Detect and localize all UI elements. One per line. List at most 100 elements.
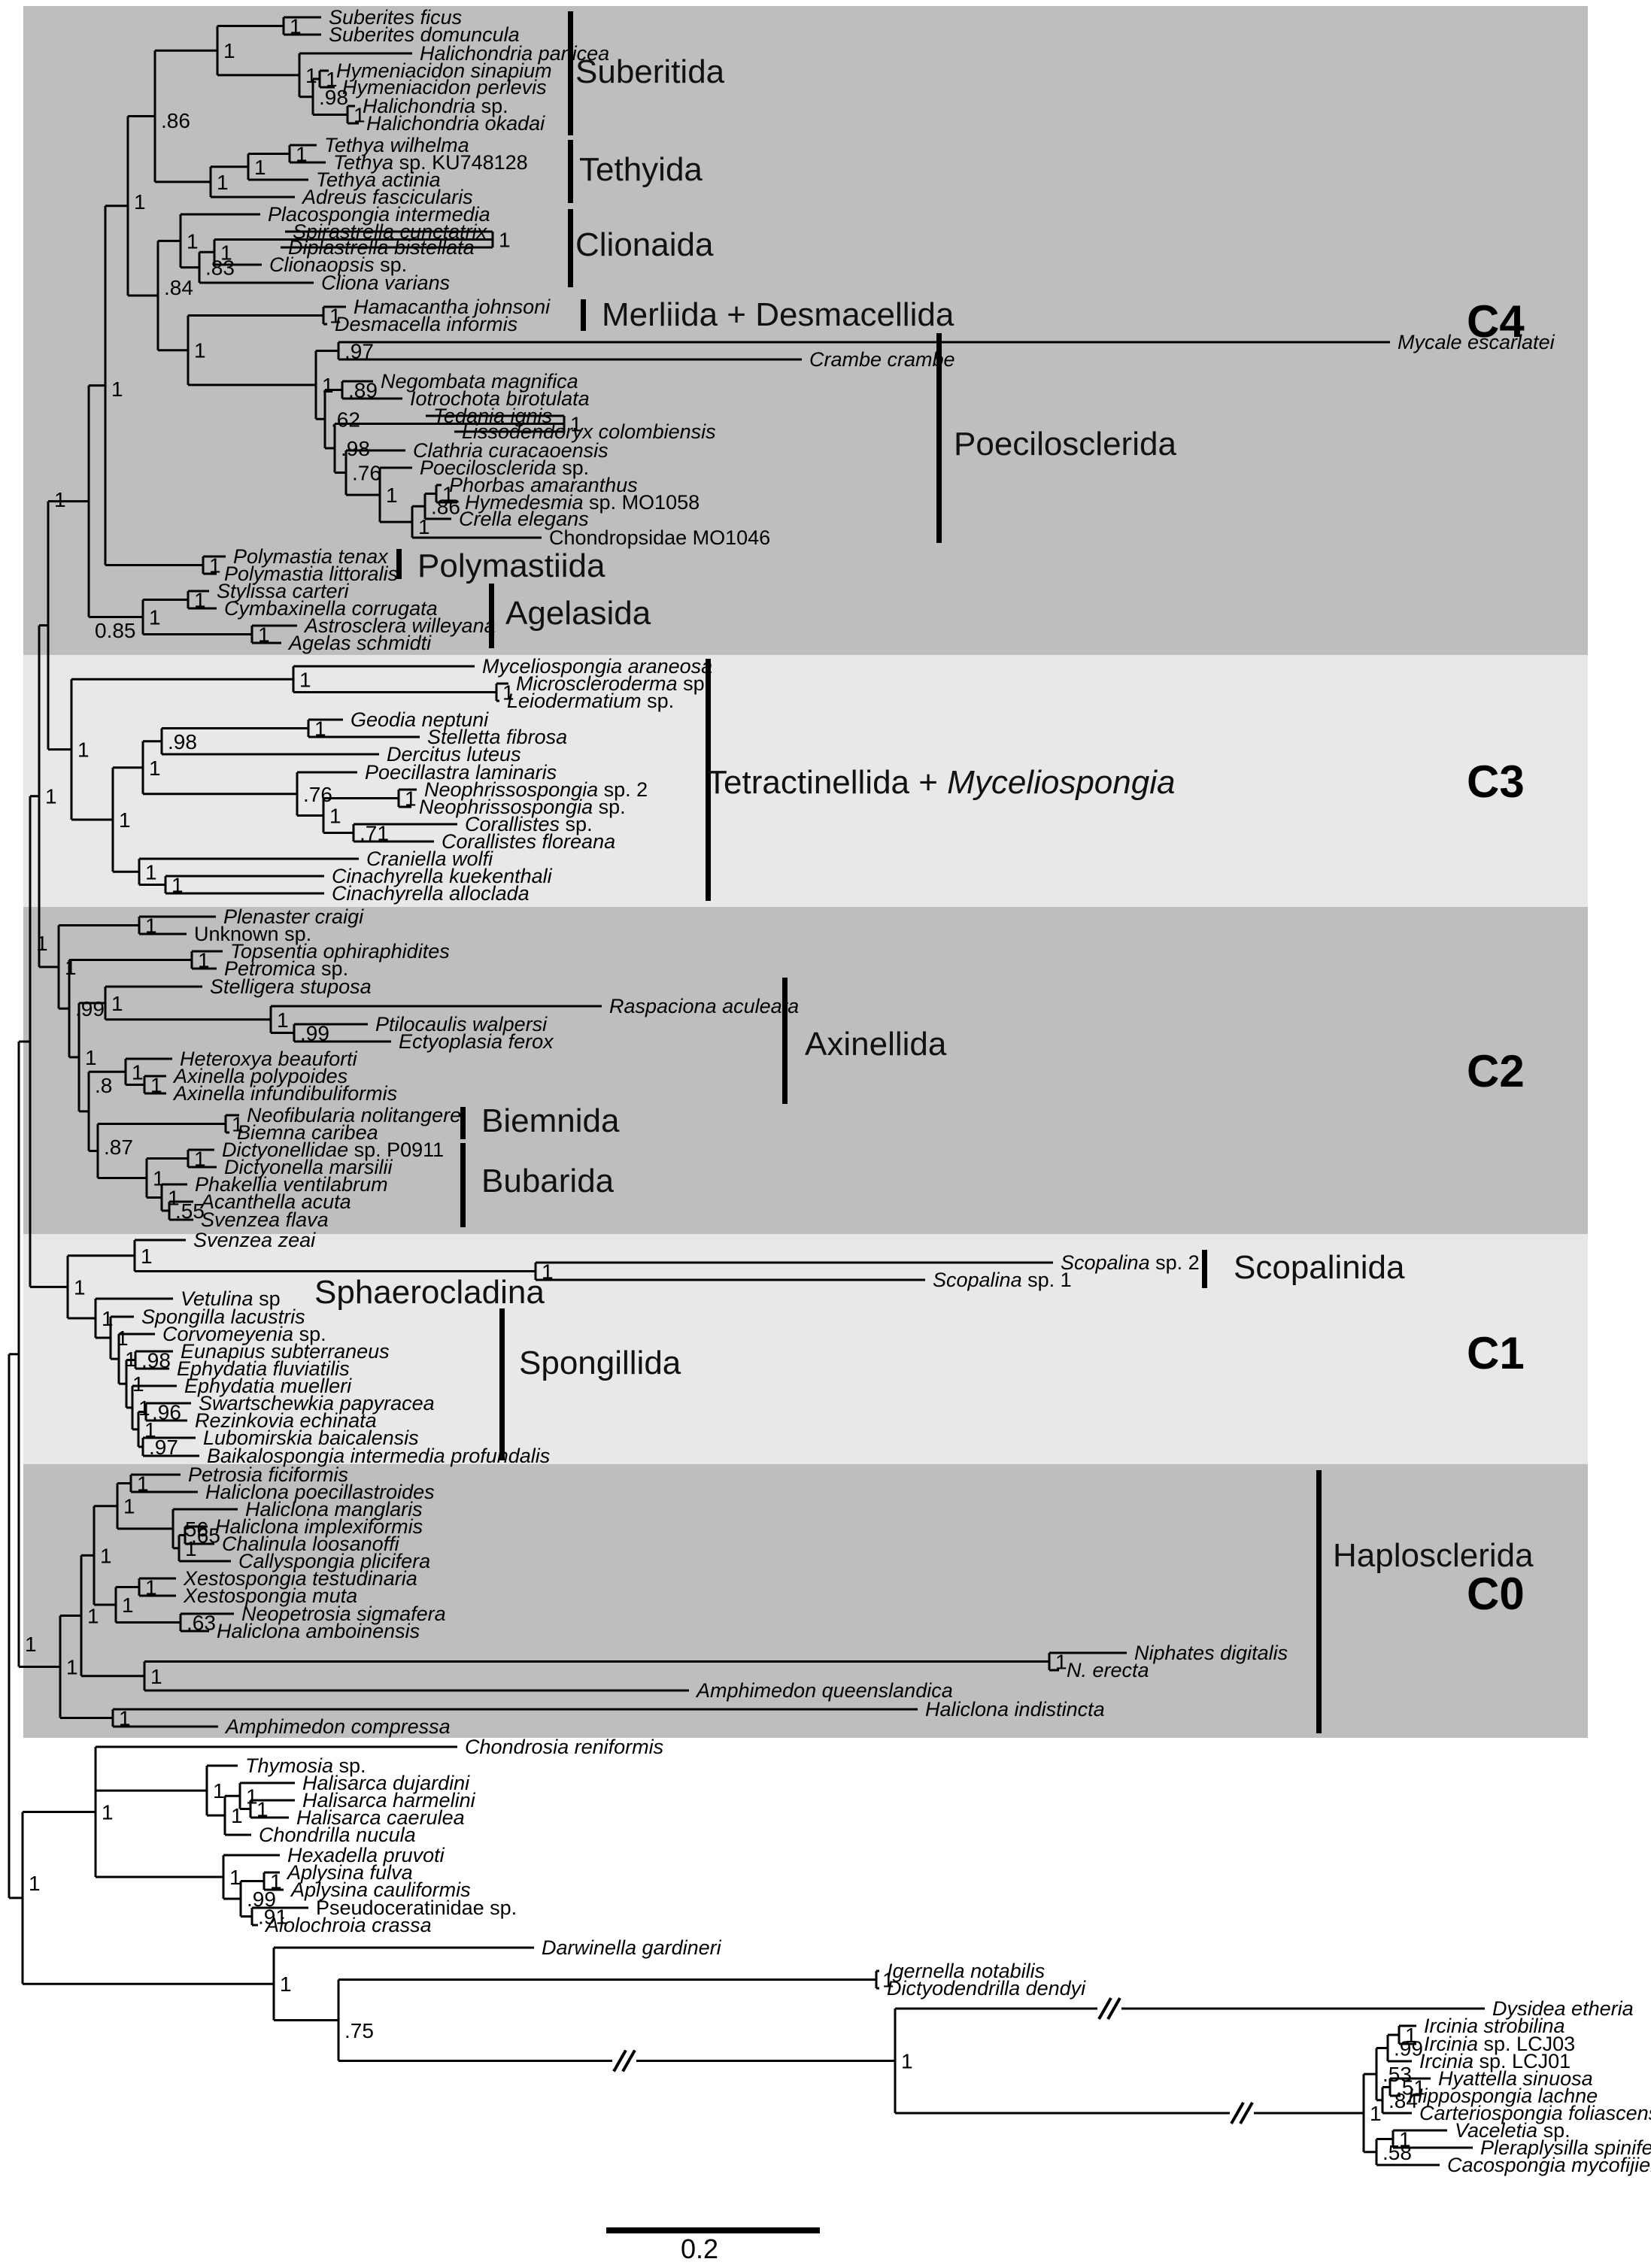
break-mark bbox=[612, 2049, 627, 2072]
taxon-label: Poecilosclerida sp. bbox=[420, 456, 589, 479]
support-value: 1 bbox=[100, 1544, 112, 1567]
taxon-label: Raspaciona aculeata bbox=[609, 995, 799, 1017]
taxon-label: Niphates digitalis bbox=[1134, 1642, 1288, 1664]
taxon-label: Halichondria sp. bbox=[363, 95, 508, 117]
clade-label: Bubarida bbox=[481, 1163, 615, 1199]
taxon-label: Haliclona poecillastroides bbox=[205, 1481, 435, 1503]
taxon-label: Petromica sp. bbox=[224, 957, 348, 980]
taxon-label: Tethya sp. KU748128 bbox=[333, 151, 528, 174]
support-value: 1 bbox=[194, 339, 206, 362]
support-value: 1 bbox=[901, 2049, 913, 2072]
taxon-label: Haliclona indistincta bbox=[925, 1698, 1105, 1721]
support-value: 1 bbox=[1405, 2024, 1417, 2047]
clade-label: Scopalinida bbox=[1234, 1249, 1405, 1286]
clade-label: Haplosclerida bbox=[1333, 1537, 1534, 1574]
support-value: 1 bbox=[542, 1260, 554, 1284]
taxon-label: Phorbas amaranthus bbox=[449, 474, 638, 496]
support-value: 1 bbox=[102, 1801, 114, 1824]
clade-bar bbox=[568, 140, 573, 203]
support-value: 1 bbox=[290, 15, 302, 38]
taxon-label: Haliclona manglaris bbox=[245, 1498, 423, 1521]
taxon-label: Dictyonella marsilii bbox=[224, 1156, 393, 1178]
support-value: 1 bbox=[185, 1537, 197, 1560]
taxon-label: Ircinia sp. LCJ03 bbox=[1424, 2033, 1575, 2055]
support-value: 0.85 bbox=[95, 619, 136, 642]
support-value: .62 bbox=[331, 408, 360, 431]
break-mark bbox=[1106, 1997, 1121, 2020]
taxon-label: Amphimedon queenslandica bbox=[695, 1679, 953, 1702]
taxon-label: Eunapius subterraneus bbox=[181, 1340, 390, 1363]
clade-label: Sphaerocladina bbox=[314, 1274, 545, 1311]
support-value: 1 bbox=[77, 738, 90, 762]
taxon-label: Carteriospongia foliascens bbox=[1419, 2102, 1651, 2124]
support-value: 1 bbox=[502, 681, 514, 705]
support-value: 1 bbox=[141, 1245, 153, 1268]
taxon-label: Chondrilla nucula bbox=[259, 1824, 416, 1846]
support-value: .99 bbox=[75, 997, 105, 1020]
support-value: .53 bbox=[1382, 2063, 1412, 2086]
clade-bar bbox=[706, 659, 711, 901]
taxon-label: Phakellia ventilabrum bbox=[195, 1173, 388, 1196]
taxon-label: Xestospongia testudinaria bbox=[183, 1567, 417, 1590]
taxon-label: Ircinia sp. LCJ01 bbox=[1419, 2050, 1571, 2072]
clade-code-label: C3 bbox=[1467, 757, 1525, 807]
support-value: 1 bbox=[280, 1972, 292, 1996]
support-value: .65 bbox=[191, 1524, 220, 1548]
taxon-label: Dictyonellidae sp. P0911 bbox=[222, 1139, 444, 1161]
taxon-label: Craniella wolfi bbox=[366, 847, 493, 870]
support-value: 1 bbox=[229, 1866, 241, 1889]
support-value: .58 bbox=[1382, 2141, 1412, 2164]
support-value: 1 bbox=[1370, 2102, 1382, 2125]
taxon-label: Amphimedon compressa bbox=[224, 1715, 451, 1738]
taxon-label: Aplysina cauliformis bbox=[290, 1878, 471, 1901]
clade-label: Tethyida bbox=[579, 151, 703, 188]
taxon-label: Hymedesmia sp. MO1058 bbox=[465, 491, 700, 514]
taxon-label: Cymbaxinella corrugata bbox=[224, 597, 438, 620]
support-value: 1 bbox=[1055, 1651, 1067, 1674]
taxon-label: Polymastia tenax bbox=[233, 545, 389, 568]
support-value: .87 bbox=[104, 1136, 133, 1159]
taxon-label: Rezinkovia echinata bbox=[195, 1409, 377, 1432]
support-value: 1 bbox=[246, 1784, 258, 1808]
taxon-label: Petrosia ficiformis bbox=[188, 1463, 348, 1486]
support-value: 1 bbox=[150, 1665, 162, 1688]
clade-bar bbox=[1202, 1250, 1207, 1288]
taxon-label: Clathria curacaoensis bbox=[413, 439, 609, 462]
support-value: 1 bbox=[213, 1779, 225, 1803]
taxon-label: Myceliospongia araneosa bbox=[482, 655, 712, 678]
taxon-label: Halisarca caerulea bbox=[296, 1806, 465, 1829]
support-value: 1 bbox=[45, 785, 57, 808]
support-value: .8 bbox=[95, 1074, 112, 1097]
taxon-label: Clionaopsis sp. bbox=[269, 253, 407, 276]
taxon-label: Desmacella informis bbox=[335, 313, 517, 335]
taxon-label: Ephydatia fluviatilis bbox=[177, 1357, 350, 1380]
taxon-label: N. erecta bbox=[1067, 1659, 1149, 1681]
support-value: 1 bbox=[65, 956, 77, 979]
clade-bar bbox=[396, 549, 402, 579]
support-value: 1 bbox=[209, 554, 221, 578]
support-value: .91 bbox=[258, 1906, 287, 1929]
clade-bar bbox=[460, 1143, 466, 1227]
taxon-label: Aiolochroia crassa bbox=[264, 1914, 432, 1936]
taxon-label: Haliclona implexiformis bbox=[215, 1515, 423, 1538]
clade-bar bbox=[1316, 1470, 1322, 1733]
support-value: 1 bbox=[144, 1418, 156, 1442]
support-value: 1 bbox=[138, 1396, 150, 1420]
support-value: 1 bbox=[102, 1307, 114, 1330]
support-value: 1 bbox=[132, 1060, 144, 1084]
clade-band-C2 bbox=[23, 907, 1588, 1234]
taxon-label: Chalinula loosanoffi bbox=[222, 1533, 400, 1555]
taxon-label: Adreus fascicularis bbox=[301, 186, 473, 208]
taxon-label: Microscleroderma sp. bbox=[516, 672, 710, 695]
support-value: 1 bbox=[194, 1148, 206, 1171]
support-value: 1 bbox=[137, 1472, 149, 1496]
taxon-label: Scopalina sp. 1 bbox=[933, 1269, 1072, 1291]
support-value: .98 bbox=[341, 437, 370, 460]
taxon-label: Stelligera stuposa bbox=[210, 975, 372, 998]
support-value: .51 bbox=[1396, 2076, 1425, 2100]
support-value: 1 bbox=[329, 305, 341, 328]
taxon-label: Geodia neptuni bbox=[351, 708, 489, 731]
support-value: .76 bbox=[303, 783, 332, 806]
taxon-label: Svenzea flava bbox=[201, 1208, 329, 1231]
support-value: 1 bbox=[194, 589, 206, 612]
